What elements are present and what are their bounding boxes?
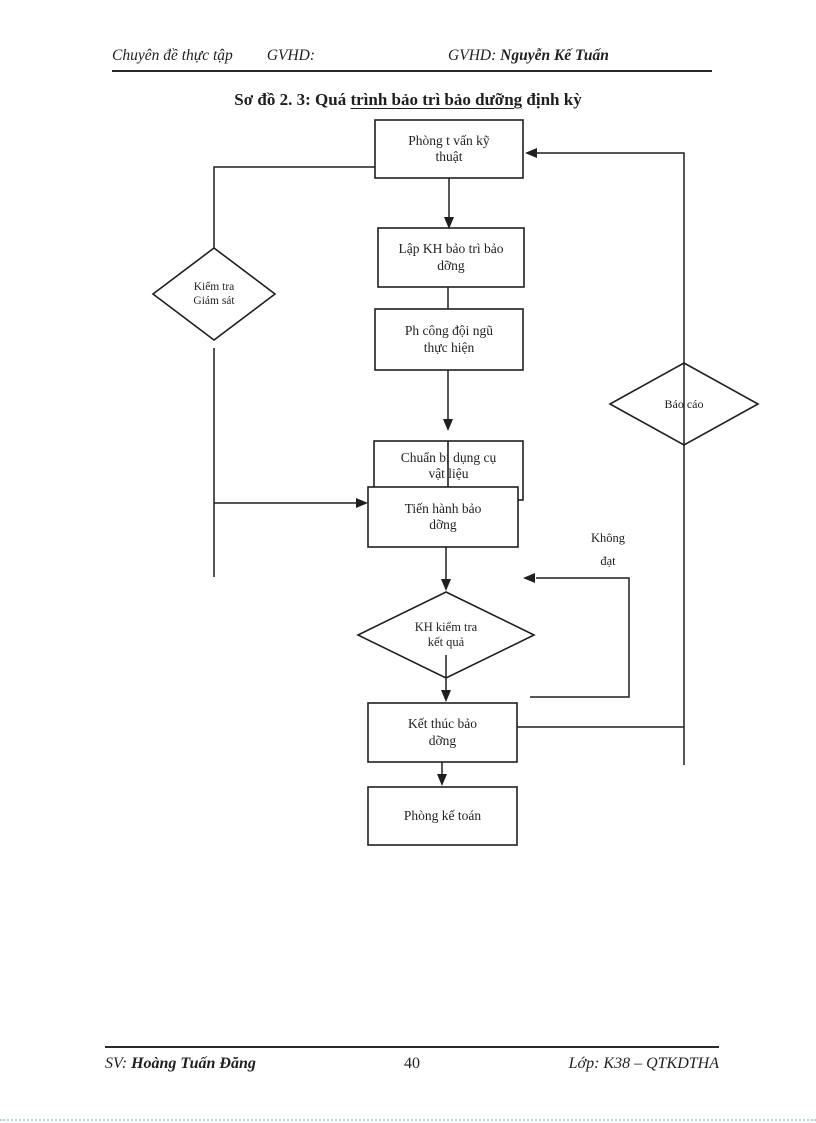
header-advisor: GVHD: Nguyễn Kế Tuấn: [448, 47, 609, 65]
label-phong-tu-van: Phòng t vấn kỹ thuật: [408, 132, 490, 164]
header-course-title: Chuyên đề thực tập: [112, 47, 233, 64]
page-footer: SV: Hoàng Tuấn Đăng 40 Lớp: K38 – QTKDTH…: [105, 1046, 719, 1073]
label-phong-ke-toan: Phòng kế toán: [403, 807, 482, 823]
arrowhead-into-tien-hanh: [356, 498, 368, 508]
connector-left-top: [213, 166, 375, 248]
diagram-title-underlined: trình bảo trì bảo dưỡng: [350, 90, 523, 109]
label-chuan-bi: Chuẩn bị dụng cụ vật liệu: [400, 449, 497, 481]
diagram-title-prefix: Sơ đồ 2. 3: Quá: [234, 90, 351, 109]
footer-page-number: 40: [404, 1055, 420, 1072]
label-lap-kh: Lập KH bảo trì bảo dỡng: [398, 241, 504, 273]
footer-class-info: Lớp: K38 – QTKDTHA: [568, 1055, 719, 1072]
label-phan-cong: Ph công đội ngũ thực hiện: [404, 323, 494, 355]
arrowhead-khong-dat: [523, 573, 535, 583]
arrowhead-into-d3: [441, 579, 451, 591]
label-kiem-tra-giam-sat: Kiểm tra Giám sát: [193, 280, 235, 307]
label-kh-kiem-tra: KH kiểm tra kết quả: [414, 619, 478, 649]
footer-student-name: Hoàng Tuấn Đăng: [131, 1055, 256, 1072]
box-phan-cong: [374, 308, 524, 371]
footer-student: SV: Hoàng Tuấn Đăng: [105, 1055, 382, 1073]
box-ket-thuc: [367, 702, 518, 763]
page-header: Chuyên đề thực tập GVHD: GVHD: Nguyễn Kế…: [112, 47, 712, 72]
header-gvhd2-label: GVHD:: [448, 47, 501, 64]
arrowhead-b3-down: [443, 419, 453, 431]
scan-artifact-dotted-line: [0, 1119, 816, 1121]
label-bao-cao: Báo cáo: [664, 396, 704, 411]
diagram-title: Sơ đồ 2. 3: Quá trình bảo trì bảo dưỡng …: [0, 90, 816, 110]
footer-sv-label: SV:: [105, 1055, 132, 1072]
diagram-title-suffix: định kỳ: [522, 90, 582, 109]
arrowhead-report-into-b1: [525, 148, 537, 158]
box-tien-hanh: [367, 486, 519, 548]
connector-report-loop: [527, 152, 685, 765]
label-tien-hanh: Tiến hành bảo dỡng: [404, 500, 482, 532]
arrowhead-d3-b6: [441, 690, 451, 702]
arrowhead-b6-b7: [437, 774, 447, 786]
label-khong-dat: Không đạt: [590, 531, 626, 568]
box-phong-ke-toan: [367, 786, 518, 846]
diamond-kiem-tra-giam-sat: [151, 246, 277, 342]
header-gvhd-label: GVHD:: [266, 47, 316, 64]
header-advisor-name: Nguyễn Kế Tuấn: [500, 47, 609, 64]
box-lap-kh: [377, 227, 525, 288]
connector-khong-dat-loop: [530, 577, 630, 698]
label-ket-thuc: Kết thúc bảo dỡng: [408, 716, 477, 748]
arrowhead-b1-b2: [444, 217, 454, 229]
